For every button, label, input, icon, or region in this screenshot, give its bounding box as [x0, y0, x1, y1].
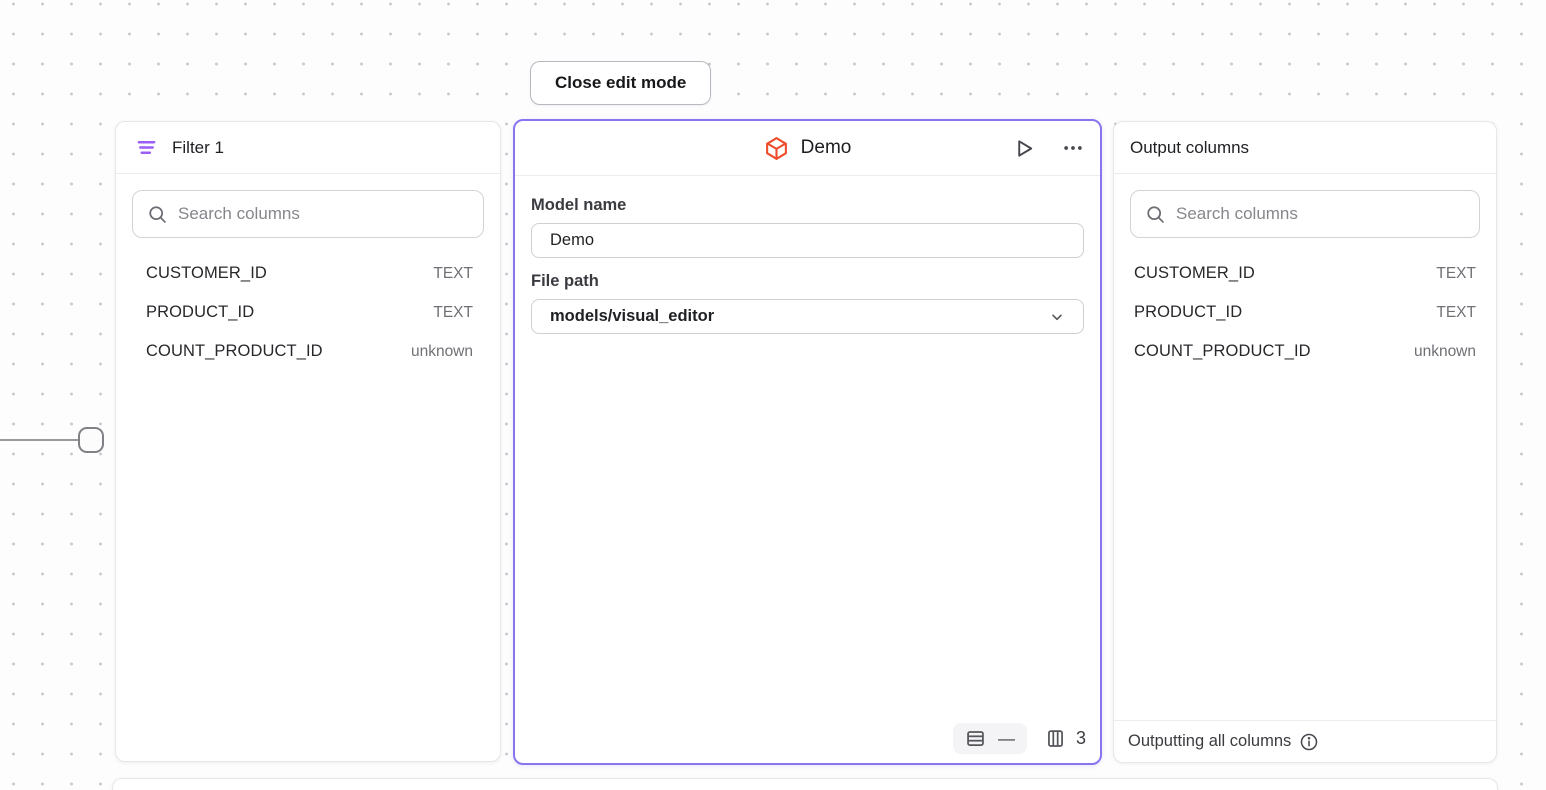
output-search-input[interactable]	[1176, 204, 1465, 224]
play-icon	[1013, 137, 1036, 160]
file-path-label: File path	[531, 272, 599, 290]
column-type: TEXT	[433, 303, 473, 321]
column-row[interactable]: COUNT_PRODUCT_ID unknown	[1114, 332, 1496, 371]
output-columns-panel[interactable]: Output columns CUSTOMER_ID TEXT PRODUCT_…	[1113, 121, 1497, 763]
table-rows-icon	[965, 728, 986, 749]
column-name: PRODUCT_ID	[1134, 303, 1243, 321]
output-panel-header: Output columns	[1114, 122, 1496, 174]
edge-connector-line	[0, 439, 79, 441]
column-row[interactable]: PRODUCT_ID TEXT	[1114, 293, 1496, 332]
column-row[interactable]: CUSTOMER_ID TEXT	[1114, 254, 1496, 293]
close-edit-mode-button[interactable]: Close edit mode	[530, 61, 712, 105]
output-search-box[interactable]	[1130, 190, 1480, 238]
ellipsis-icon	[1062, 137, 1084, 159]
row-count-value: —	[997, 728, 1015, 748]
model-name-input[interactable]	[531, 223, 1084, 258]
column-type: TEXT	[433, 264, 473, 282]
cube-icon	[764, 136, 789, 161]
bottom-panel[interactable]	[112, 778, 1498, 790]
info-icon[interactable]	[1299, 732, 1319, 752]
model-name-label: Model name	[531, 196, 627, 214]
filter-lines-icon	[135, 136, 158, 159]
filter-column-list: CUSTOMER_ID TEXT PRODUCT_ID TEXT COUNT_P…	[116, 254, 500, 371]
output-panel-title: Output columns	[1130, 137, 1250, 157]
output-footer-text: Outputting all columns	[1128, 732, 1292, 750]
filter-search-input[interactable]	[178, 204, 469, 224]
search-icon	[147, 204, 168, 225]
run-model-button[interactable]	[1011, 135, 1038, 162]
column-count-value: 3	[1075, 728, 1086, 748]
column-row[interactable]: CUSTOMER_ID TEXT	[116, 254, 500, 293]
column-type: TEXT	[1436, 303, 1476, 321]
model-node-panel[interactable]: Demo	[513, 119, 1102, 765]
column-type: unknown	[410, 342, 473, 360]
column-row[interactable]: PRODUCT_ID TEXT	[116, 293, 500, 332]
column-name: COUNT_PRODUCT_ID	[1134, 342, 1311, 360]
column-name: CUSTOMER_ID	[146, 264, 267, 282]
column-count-stat[interactable]: 3	[1045, 728, 1086, 749]
more-options-button[interactable]	[1060, 135, 1086, 161]
model-panel-header: Demo	[515, 121, 1100, 176]
edge-connector-handle[interactable]	[78, 427, 104, 453]
filter-node-panel[interactable]: Filter 1 CUSTOMER_ID TEXT PRODUCT_ID TEX…	[115, 121, 501, 762]
output-column-list: CUSTOMER_ID TEXT PRODUCT_ID TEXT COUNT_P…	[1114, 254, 1496, 371]
filter-panel-title: Filter 1	[172, 137, 224, 157]
column-type: unknown	[1413, 342, 1476, 360]
column-name: CUSTOMER_ID	[1134, 264, 1255, 282]
row-count-stat[interactable]: —	[952, 723, 1027, 754]
table-columns-icon	[1045, 728, 1066, 749]
output-footer: Outputting all columns	[1114, 720, 1496, 762]
column-row[interactable]: COUNT_PRODUCT_ID unknown	[116, 332, 500, 371]
column-name: COUNT_PRODUCT_ID	[146, 342, 323, 360]
filter-search-box[interactable]	[132, 190, 484, 238]
file-path-value: models/visual_editor	[550, 307, 715, 325]
search-icon	[1145, 204, 1166, 225]
column-type: TEXT	[1436, 264, 1476, 282]
model-stats-footer: — 3	[952, 723, 1086, 754]
chevron-down-icon	[1049, 309, 1065, 325]
filter-panel-header: Filter 1	[116, 122, 500, 174]
column-name: PRODUCT_ID	[146, 303, 255, 321]
model-panel-title: Demo	[800, 137, 852, 158]
file-path-select[interactable]: models/visual_editor	[531, 299, 1084, 334]
